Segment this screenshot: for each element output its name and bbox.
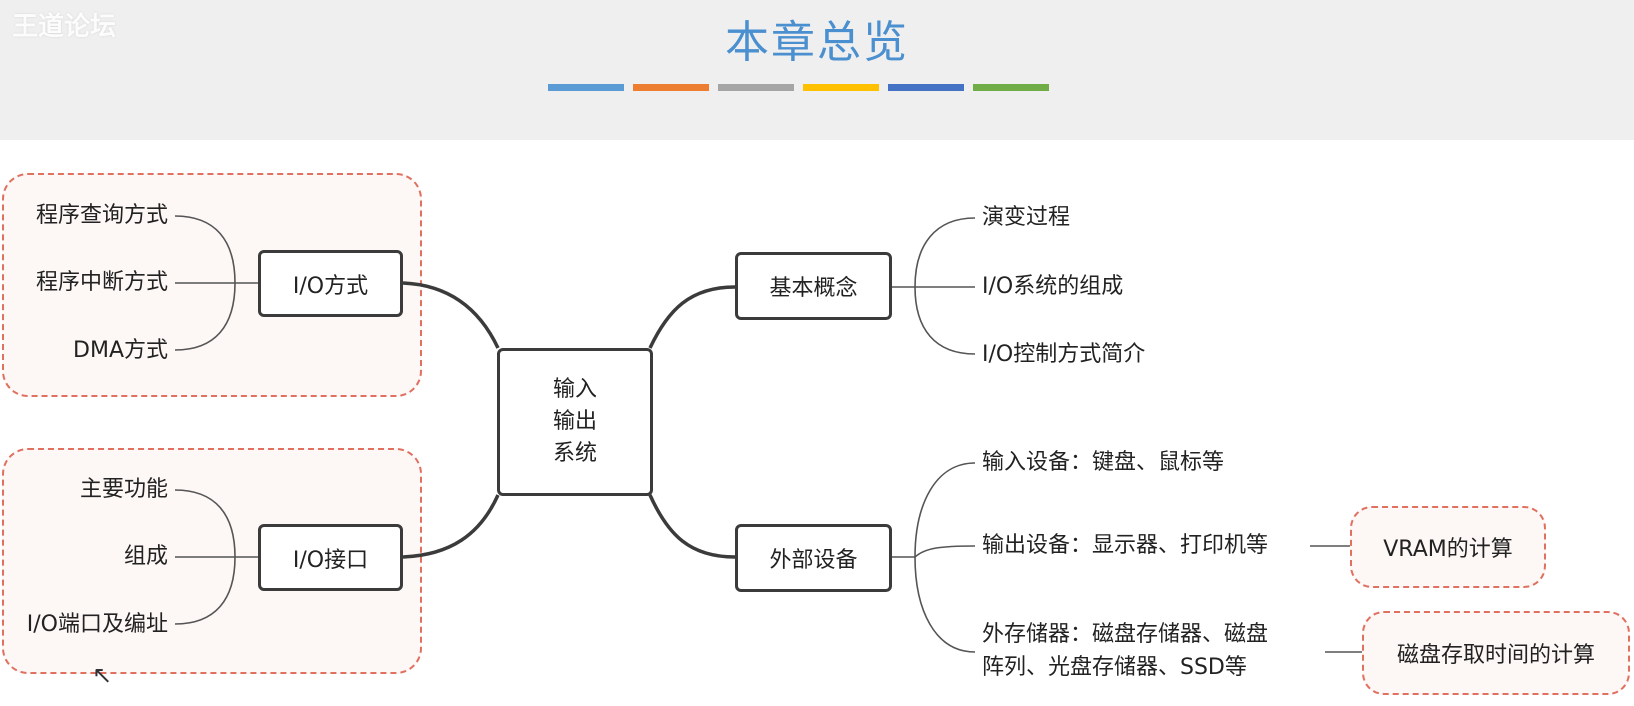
node-external-devices: 外部设备 [735,524,892,592]
leaf-output-devices: 输出设备：显示器、打印机等 [982,533,1269,558]
leaf-io-method: 程序查询方式 [35,203,168,228]
center-line: 输入 [552,377,597,402]
color-bar [803,84,879,91]
center-node-io-system: 输入 输出 系统 [497,348,653,496]
leaf-basic-concept: 演变过程 [982,205,1071,230]
color-bar-strip [548,84,1049,91]
color-bar [548,84,624,91]
leaf-io-method: DMA方式 [73,338,168,363]
node-io-method: I/O方式 [258,250,403,317]
sub-vram-calc: VRAM的计算 [1350,506,1546,588]
center-line: 系统 [552,441,597,466]
color-bar [888,84,964,91]
color-bar [633,84,709,91]
leaf-io-interface: 组成 [123,544,168,569]
sub-disk-access-time: 磁盘存取时间的计算 [1362,611,1630,695]
center-line: 输出 [552,409,597,434]
color-bar [973,84,1049,91]
leaf-basic-concept: I/O系统的组成 [982,274,1124,299]
leaf-io-interface: 主要功能 [79,477,168,502]
header-band: 王道论坛 本章总览 [0,0,1634,140]
page-title: 本章总览 [725,17,909,68]
leaf-io-interface: I/O端口及编址 [26,612,168,637]
node-io-interface: I/O接口 [258,524,403,591]
leaf-external-storage-line1: 外存储器：磁盘存储器、磁盘 [982,622,1269,647]
color-bar [718,84,794,91]
watermark-logo: 王道论坛 [12,12,117,42]
mouse-pointer-icon: ↖ [92,661,113,689]
node-basic-concept: 基本概念 [735,252,892,320]
leaf-input-devices: 输入设备：键盘、鼠标等 [982,450,1225,475]
leaf-external-storage-line2: 阵列、光盘存储器、SSD等 [982,655,1247,680]
leaf-io-method: 程序中断方式 [35,270,168,295]
leaf-basic-concept: I/O控制方式简介 [982,342,1146,367]
